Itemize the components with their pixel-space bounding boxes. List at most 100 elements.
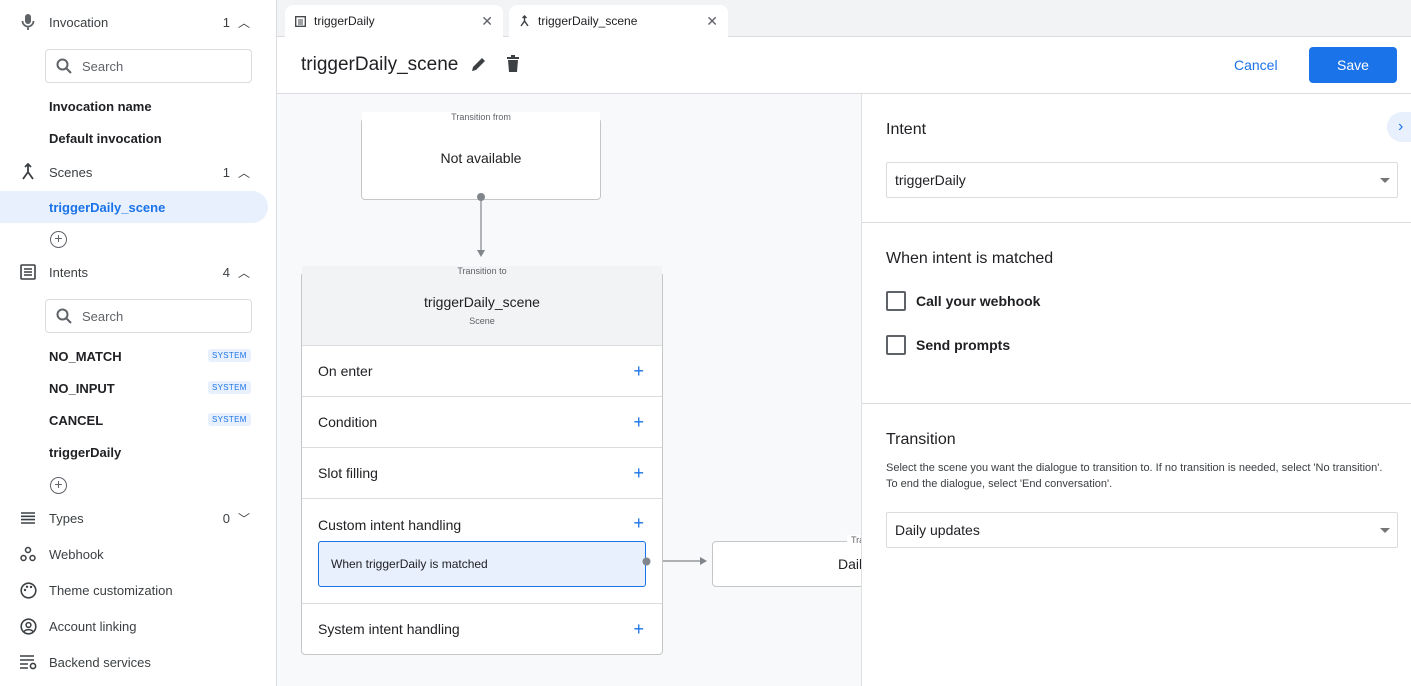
- backend-settings-icon: [18, 654, 38, 670]
- section-count: 0: [222, 510, 230, 526]
- connector-dot: [642, 557, 651, 566]
- close-icon[interactable]: ✕: [481, 12, 493, 29]
- palette-icon: [18, 581, 38, 599]
- system-badge: SYSTEM: [208, 349, 251, 362]
- row-label: On enter: [318, 363, 373, 379]
- chevron-up-icon[interactable]: ︿: [238, 15, 251, 30]
- invocation-search-input[interactable]: Search: [45, 49, 252, 83]
- section-label: Intents: [49, 264, 89, 280]
- cancel-button[interactable]: Cancel: [1234, 57, 1278, 73]
- select-value: triggerDaily: [895, 172, 966, 188]
- sidebar-section-intents[interactable]: Intents 4 ︿: [0, 256, 276, 288]
- close-icon[interactable]: ✕: [706, 12, 718, 29]
- chevron-up-icon[interactable]: ︿: [238, 265, 251, 280]
- sidebar-item-webhook[interactable]: Webhook: [0, 538, 276, 570]
- arrowhead: [700, 557, 707, 565]
- row-label: Condition: [318, 414, 378, 430]
- sidebar-item-default-invocation[interactable]: Default invocation: [49, 131, 162, 146]
- sidebar-item-cancel[interactable]: CANCEL: [49, 413, 104, 428]
- scene-canvas[interactable]: Transition from Not available Transition…: [277, 94, 861, 686]
- sidebar-item-triggerdaily[interactable]: triggerDaily: [49, 445, 122, 460]
- search-icon: [56, 58, 72, 74]
- add-icon[interactable]: +: [633, 513, 644, 533]
- add-scene-icon[interactable]: +: [50, 231, 67, 248]
- collapse-panel-chevron-icon[interactable]: ›: [1387, 112, 1411, 142]
- section-label: Backend services: [49, 654, 151, 670]
- row-label: System intent handling: [318, 621, 460, 637]
- section-label: Scenes: [49, 164, 93, 180]
- row-label: Custom intent handling: [318, 517, 462, 533]
- intent-handler-item[interactable]: When triggerDaily is matched: [318, 541, 646, 587]
- transition-description: Select the scene you want the dialogue t…: [886, 462, 1383, 490]
- sidebar-item-backend-services[interactable]: Backend services: [0, 646, 276, 678]
- tab-triggerdaily-scene[interactable]: triggerDaily_scene ✕: [509, 5, 728, 37]
- matched-heading: When intent is matched: [886, 250, 1054, 267]
- dropdown-arrow-icon: [1380, 528, 1390, 533]
- search-placeholder: Search: [82, 308, 124, 324]
- sidebar-section-invocation[interactable]: Invocation 1 ︿: [0, 6, 276, 38]
- checkbox-icon: [886, 291, 906, 311]
- legend-text: Transition to: [449, 266, 515, 276]
- search-placeholder: Search: [82, 58, 124, 74]
- webhook-icon: [18, 546, 38, 562]
- intents-search-input[interactable]: Search: [45, 299, 252, 333]
- sidebar-item-invocation-name[interactable]: Invocation name: [49, 99, 152, 114]
- intent-heading: Intent: [886, 121, 927, 138]
- scene-name: triggerDaily_scene: [424, 294, 540, 310]
- card-legend: Transition from: [362, 112, 600, 122]
- section-label: Webhook: [49, 546, 104, 562]
- transition-from-card: Transition from Not available: [361, 112, 601, 200]
- save-button[interactable]: Save: [1309, 47, 1397, 83]
- intent-detail-panel: › Intent triggerDaily When intent is mat…: [861, 94, 1411, 686]
- tab-bar: triggerDaily ✕ triggerDaily_scene ✕: [277, 0, 1411, 37]
- add-icon[interactable]: +: [633, 618, 644, 639]
- search-icon: [56, 308, 72, 324]
- tab-label: triggerDaily_scene: [538, 14, 638, 28]
- divider: [862, 403, 1411, 404]
- handler-label: When triggerDaily is matched: [331, 557, 488, 571]
- sidebar-item-theme[interactable]: Theme customization: [0, 574, 276, 606]
- checkbox-label: Send prompts: [916, 337, 1011, 353]
- intent-icon: [295, 15, 306, 27]
- sidebar-item-no-match[interactable]: NO_MATCH: [49, 349, 122, 364]
- types-icon: [18, 511, 38, 525]
- intent-select[interactable]: triggerDaily: [886, 162, 1398, 198]
- target-scene-name: Daily updates: [838, 556, 861, 572]
- edit-icon[interactable]: [470, 56, 487, 73]
- dropdown-arrow-icon: [1380, 178, 1390, 183]
- send-prompts-checkbox[interactable]: Send prompts: [886, 335, 1010, 355]
- microphone-icon: [18, 13, 38, 31]
- transition-heading: Transition: [886, 431, 956, 448]
- scene-type: Scene: [469, 316, 495, 326]
- call-webhook-checkbox[interactable]: Call your webhook: [886, 291, 1040, 311]
- page-title: triggerDaily_scene: [301, 54, 459, 75]
- row-custom-intent-handling[interactable]: Custom intent handling + When triggerDail…: [302, 498, 662, 603]
- chevron-up-icon[interactable]: ︿: [238, 165, 251, 180]
- add-icon[interactable]: +: [633, 411, 644, 432]
- section-count: 1: [222, 164, 230, 180]
- checkbox-icon: [886, 335, 906, 355]
- system-badge: SYSTEM: [208, 413, 251, 426]
- add-icon[interactable]: +: [633, 360, 644, 381]
- sidebar-item-triggerdaily-scene[interactable]: triggerDaily_scene: [0, 191, 268, 223]
- sidebar-section-types[interactable]: Types 0 ﹀: [0, 502, 276, 534]
- section-count: 4: [222, 264, 230, 280]
- add-intent-icon[interactable]: +: [50, 477, 67, 494]
- row-system-intent-handling[interactable]: System intent handling +: [302, 603, 662, 654]
- transition-select[interactable]: Daily updates: [886, 512, 1398, 548]
- delete-icon[interactable]: [506, 55, 520, 73]
- row-on-enter[interactable]: On enter +: [302, 345, 662, 396]
- chevron-down-icon[interactable]: ﹀: [238, 511, 251, 526]
- add-icon[interactable]: +: [633, 462, 644, 483]
- scene-card: Transition to triggerDaily_scene Scene O…: [301, 266, 663, 655]
- sidebar-item-account-linking[interactable]: Account linking: [0, 610, 276, 642]
- tab-label: triggerDaily: [314, 14, 375, 28]
- row-slot-filling[interactable]: Slot filling+: [302, 447, 662, 498]
- system-badge: SYSTEM: [208, 381, 251, 394]
- target-scene-card[interactable]: Transition to Daily updates: [712, 535, 861, 587]
- sidebar-section-scenes[interactable]: Scenes 1 ︿: [0, 156, 276, 188]
- sidebar-item-no-input[interactable]: NO_INPUT: [49, 381, 115, 396]
- row-condition[interactable]: Condition +: [302, 396, 662, 447]
- tab-triggerdaily[interactable]: triggerDaily ✕: [285, 5, 503, 37]
- divider: [862, 222, 1411, 223]
